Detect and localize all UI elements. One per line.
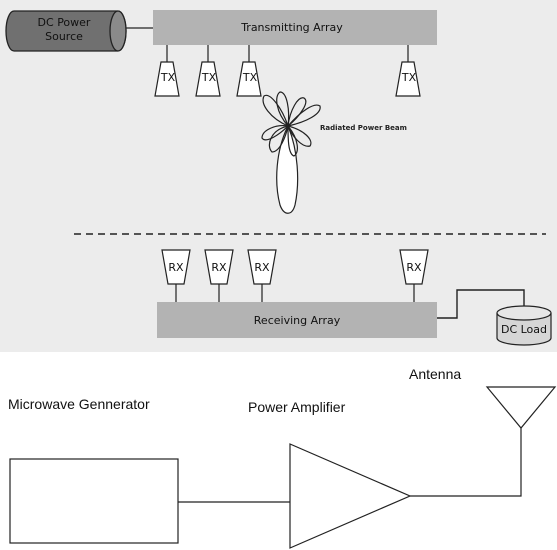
tx-antenna: TX xyxy=(195,61,221,97)
radiated-power-beam xyxy=(261,91,321,214)
dc-source-label-line1: DC Power xyxy=(38,16,91,29)
dc-load-label: DC Load xyxy=(501,323,547,336)
power-amplifier-symbol xyxy=(289,443,412,549)
array-to-load-wire xyxy=(437,289,525,319)
tx-antenna: TX xyxy=(236,61,262,97)
antenna-label: Antenna xyxy=(409,366,461,382)
rx-antenna: RX xyxy=(399,249,429,285)
dc-source-label-line2: Source xyxy=(45,30,83,43)
amplifier-label: Power Amplifier xyxy=(248,399,346,415)
dc-power-source: DC Power Source xyxy=(5,10,127,52)
amplifier-to-antenna-wire xyxy=(410,428,522,497)
dc-load: DC Load xyxy=(496,305,552,346)
rx-label: RX xyxy=(406,261,422,274)
transmitting-array: Transmitting Array xyxy=(153,10,437,45)
tx-label: TX xyxy=(242,71,258,84)
rx-antenna: RX xyxy=(247,249,277,285)
tx-label: TX xyxy=(160,71,176,84)
generator-label: Microwave Gennerator xyxy=(8,396,150,412)
rx-antenna: RX xyxy=(161,249,191,285)
antenna-icon xyxy=(485,386,557,429)
tx-label: TX xyxy=(201,71,217,84)
tx-antenna: TX xyxy=(154,61,180,97)
beam-label: Radiated Power Beam xyxy=(320,124,407,132)
receiving-array-label: Receiving Array xyxy=(254,314,341,327)
rx-label: RX xyxy=(168,261,184,274)
rx-label: RX xyxy=(211,261,227,274)
transmitting-array-label: Transmitting Array xyxy=(240,21,343,34)
tx-label: TX xyxy=(401,71,417,84)
rx-antenna: RX xyxy=(204,249,234,285)
rx-label: RX xyxy=(254,261,270,274)
tx-antenna: TX xyxy=(395,61,421,97)
microwave-generator-block xyxy=(9,458,179,544)
receiving-array: Receiving Array xyxy=(157,302,437,338)
